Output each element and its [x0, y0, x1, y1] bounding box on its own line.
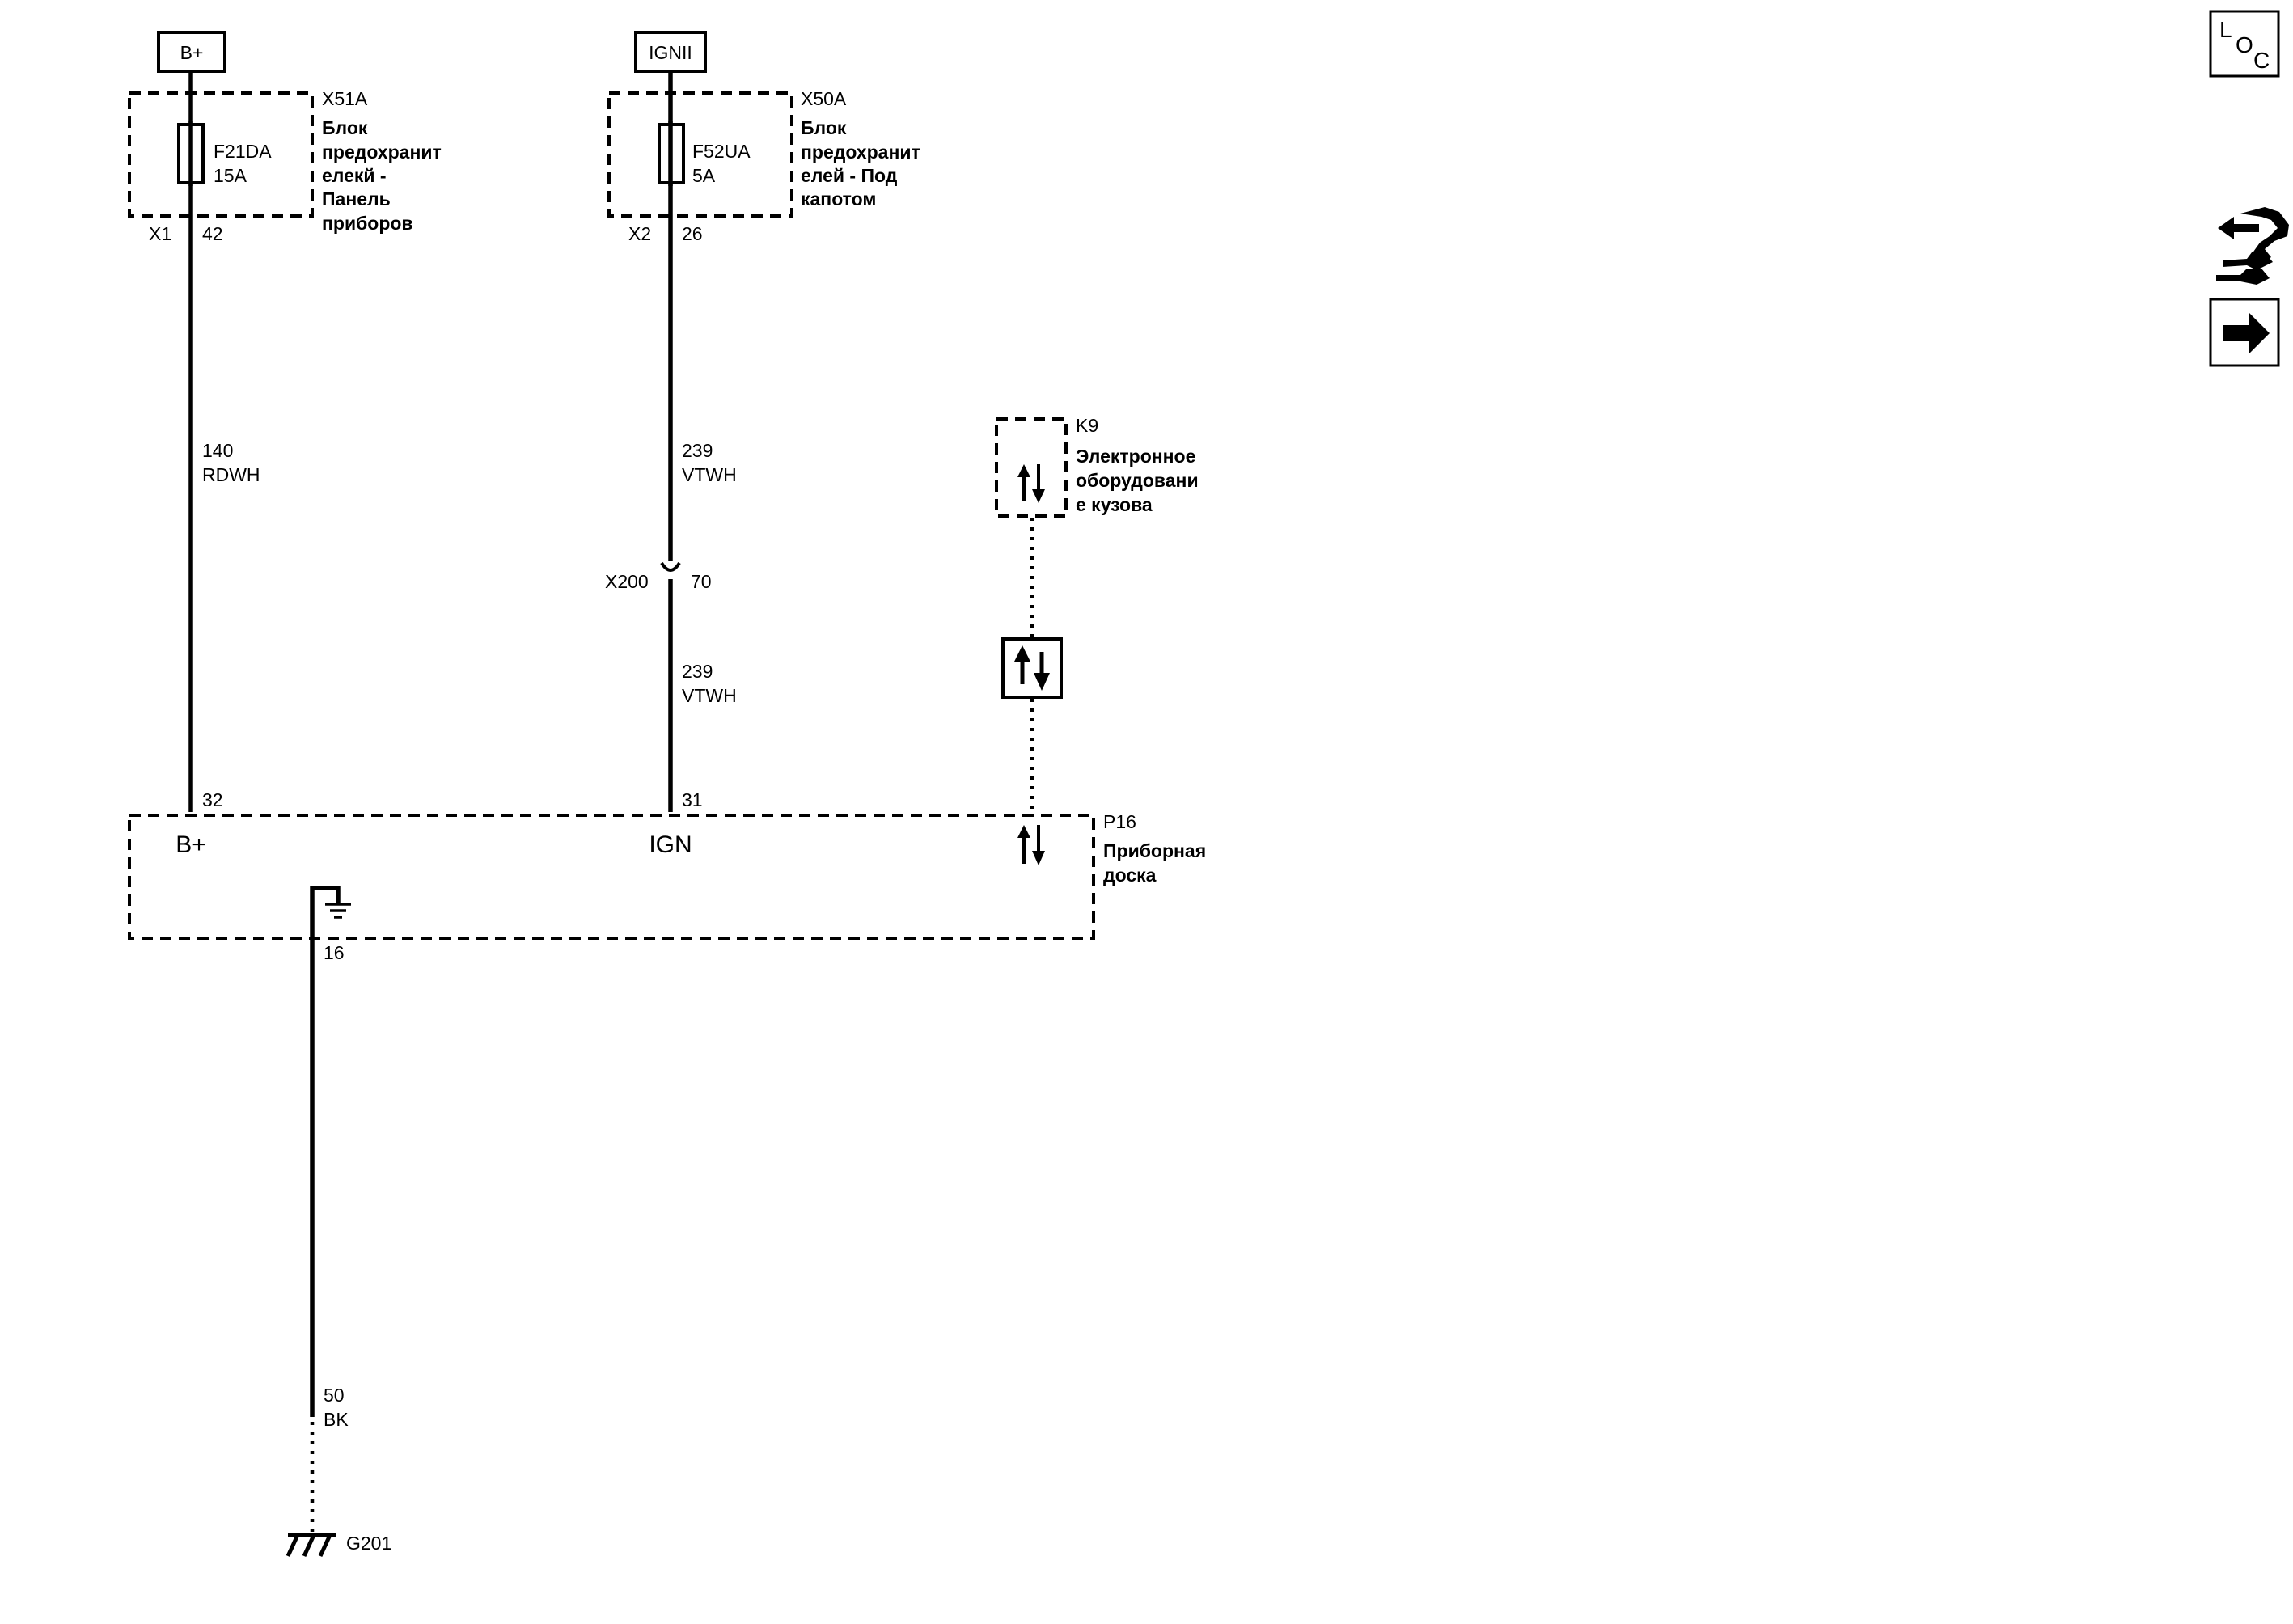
- fuse-block-x50a-outline: [607, 91, 793, 218]
- loc-letter-l: L: [2219, 17, 2232, 42]
- fuse-block-x50a-name-4: капотом: [801, 188, 876, 209]
- p16-label-ign: IGN: [649, 831, 692, 858]
- p16-pin-ign: 31: [682, 789, 703, 810]
- fuse-block-x51a-name-4: Панель: [322, 188, 391, 209]
- next-arrow-icon[interactable]: [2209, 298, 2280, 367]
- chassis-ground-icon: [286, 1533, 336, 1558]
- ign-source-box: IGNII: [634, 31, 707, 73]
- module-p16-name-2: доска: [1103, 865, 1157, 886]
- fuse-block-x51a-name-5: приборов: [322, 213, 413, 234]
- connector-x2-pin: 26: [682, 223, 703, 244]
- bplus-source-box: B+: [157, 31, 226, 73]
- loc-letter-c: C: [2253, 48, 2270, 73]
- x200-connector-pin: 70: [691, 571, 712, 592]
- fuse-block-x50a-name-2: предохранит: [801, 142, 920, 163]
- ign-source-label: IGNII: [649, 42, 692, 63]
- wire-239-upper-color: VTWH: [682, 464, 737, 485]
- fuse-f52ua-rating: 5A: [692, 165, 716, 186]
- wire-239-lower-color: VTWH: [682, 685, 737, 706]
- x200-connector-id: X200: [605, 571, 649, 592]
- connector-x2-label: X2: [628, 223, 651, 244]
- fuse-f21da-rating: 15A: [214, 165, 247, 186]
- p16-pin-bplus: 32: [202, 789, 223, 810]
- wire-140-circuit: 140: [202, 440, 233, 461]
- module-k9-name-2: оборудовани: [1076, 470, 1199, 491]
- ground-g201-id: G201: [346, 1533, 391, 1554]
- connector-x1-label: X1: [149, 223, 171, 244]
- x200-connector-symbol: [660, 561, 681, 572]
- module-k9-name-1: Электронное: [1076, 446, 1195, 467]
- serial-data-link-icon: [1001, 637, 1063, 699]
- fuse-block-x51a-id: X51A: [322, 88, 368, 109]
- module-p16-outline: [128, 814, 1095, 940]
- loc-letter-o: O: [2236, 32, 2253, 57]
- fuse-block-x51a-name-2: предохранит: [322, 142, 442, 163]
- p16-pin-ground: 16: [324, 942, 345, 963]
- wire-239-lower-circuit: 239: [682, 661, 713, 682]
- fuse-f52ua-id: F52UA: [692, 141, 751, 162]
- bplus-source-label: B+: [180, 42, 204, 63]
- wire-140-color: RDWH: [202, 464, 260, 485]
- fuse-block-x51a-name-1: Блок: [322, 117, 368, 138]
- module-k9-outline: [995, 417, 1068, 518]
- serial-data-icon: [1017, 825, 1045, 865]
- wire-50-circuit: 50: [324, 1385, 345, 1406]
- fuse-block-x50a-id: X50A: [801, 88, 847, 109]
- fuse-block-x51a-outline: [128, 91, 314, 218]
- wire-239-upper-circuit: 239: [682, 440, 713, 461]
- fuse-f21da-id: F21DA: [214, 141, 272, 162]
- fuse-block-x51a-name-3: елекй -: [322, 165, 387, 186]
- module-k9-id: K9: [1076, 415, 1098, 436]
- fuse-block-x50a-name-3: елей - Под: [801, 165, 898, 186]
- fuse-block-x50a-name-1: Блок: [801, 117, 847, 138]
- connector-tool-icon[interactable]: [2216, 207, 2289, 285]
- connector-x1-pin: 42: [202, 223, 223, 244]
- loc-icon[interactable]: L O C: [2209, 10, 2280, 78]
- p16-label-bplus: B+: [176, 831, 206, 858]
- internal-ground-icon: [310, 886, 351, 937]
- module-p16-id: P16: [1103, 811, 1136, 832]
- module-p16-name-1: Приборная: [1103, 840, 1206, 861]
- wire-50-color: BK: [324, 1409, 349, 1430]
- serial-data-icon: [1017, 464, 1045, 503]
- module-k9-name-3: е кузова: [1076, 494, 1153, 515]
